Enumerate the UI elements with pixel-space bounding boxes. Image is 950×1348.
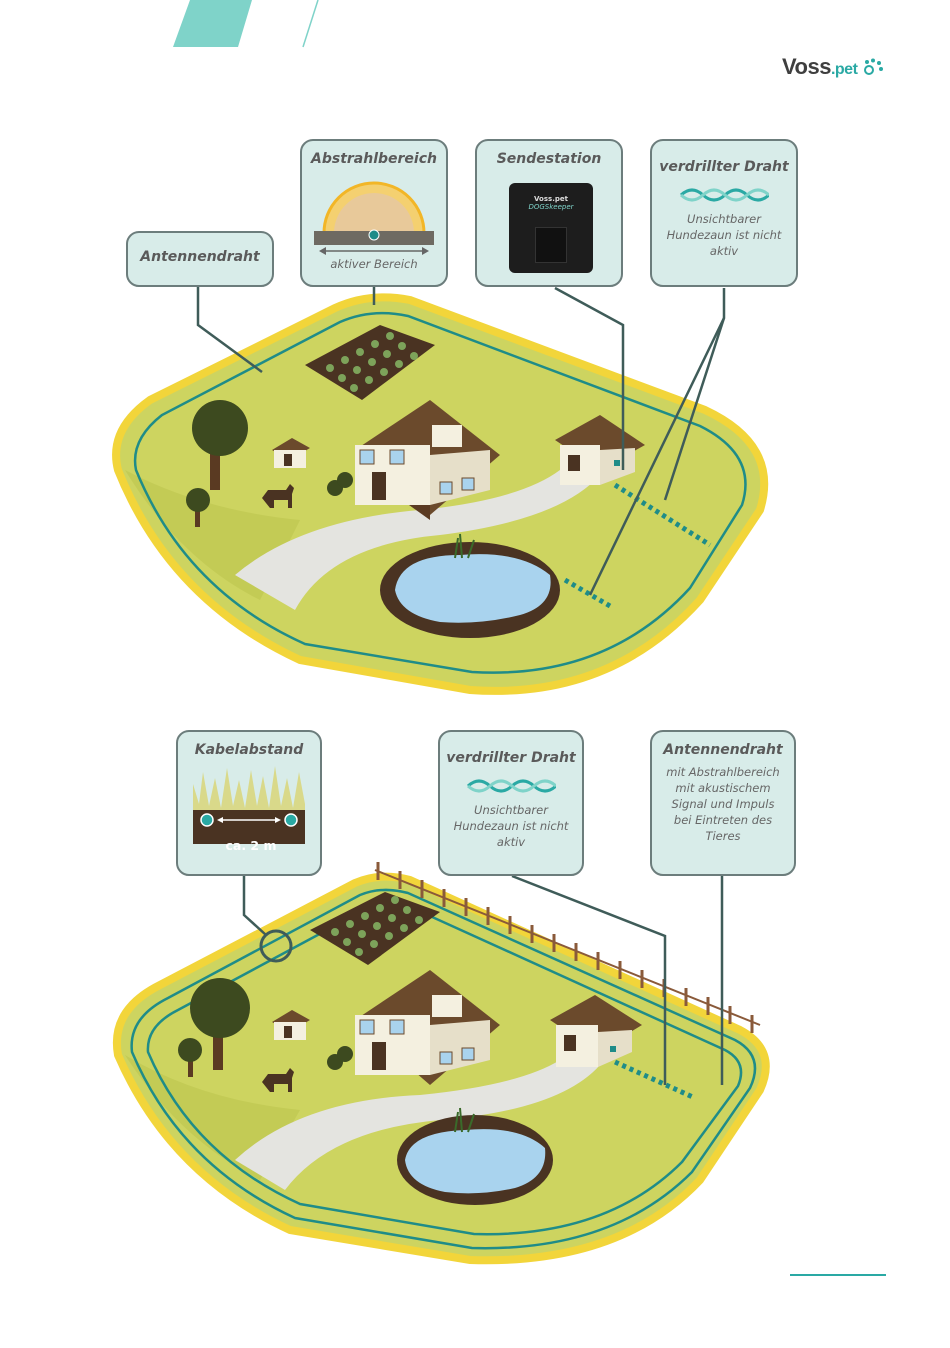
tree-trunk-2	[213, 1015, 223, 1070]
distance-label: ca. 2 m	[225, 838, 277, 853]
twisted-wire-icon	[679, 188, 769, 202]
vegetable-rows-2	[331, 896, 423, 956]
small-tree-trunk-1	[195, 505, 200, 527]
callout-title: Kabelabstand	[194, 742, 304, 758]
small-tree-crown-1	[186, 488, 210, 512]
callout-verdrillter-draht-1: verdrillter Draht Unsichtbarer Hundezaun…	[650, 139, 798, 287]
dog-figure-2	[262, 1068, 294, 1092]
callout-caption: aktiver Bereich	[330, 257, 418, 271]
vegetable-rows-1	[326, 332, 418, 392]
antenna-wire-2-inner	[146, 902, 743, 1236]
bush-4	[337, 1046, 353, 1062]
tree-trunk-1	[210, 440, 220, 490]
callout-sendestation: Sendestation Voss.pet DOGSkeeper	[475, 139, 623, 287]
callout-caption: Unsichtbarer Hundezaun ist nicht aktiv	[453, 803, 569, 849]
dog-figure-1	[262, 484, 294, 508]
callout-title: Abstrahlbereich	[311, 151, 437, 167]
range-arrow-icon	[319, 247, 429, 255]
house-door-1	[372, 472, 386, 500]
antenna-wire-1	[133, 311, 747, 674]
callout-title: Sendestation	[496, 151, 602, 167]
diagram-1-illustration	[112, 286, 769, 695]
callout-abstrahlbereich: Abstrahlbereich aktiver Bereich	[300, 139, 448, 287]
pond-water-2	[405, 1129, 546, 1194]
small-tree-trunk-2	[188, 1055, 193, 1077]
paw-icon	[864, 58, 884, 75]
garden-path-1	[235, 470, 600, 610]
header-accent-shape	[173, 0, 252, 47]
brand-name: Voss	[782, 54, 831, 79]
callout-caption: mit Abstrahlbereich mit akustischem Sign…	[666, 765, 780, 843]
garden-fence	[374, 862, 761, 1033]
transmitter-box-1	[614, 460, 620, 466]
twisted-wire-2	[613, 1059, 697, 1101]
device-model: DOGSkeeper	[528, 203, 574, 211]
callout-kabelabstand: Kabelabstand ca. 2 m	[176, 730, 322, 876]
small-tree-crown-2	[178, 1038, 202, 1062]
callout-title: Antennendraht	[140, 249, 260, 265]
brand-suffix: .pet	[830, 61, 858, 78]
bush-2	[337, 472, 353, 488]
callout-caption: Unsichtbarer Hundezaun ist nicht aktiv	[666, 212, 782, 258]
tree-crown-2	[190, 978, 250, 1038]
leader-lines-2	[242, 874, 724, 1085]
antenna-wire-2-outer	[130, 888, 757, 1250]
callout-antennendraht-1: Antennendraht	[126, 231, 274, 287]
twisted-wire-icon	[466, 779, 556, 793]
tree-crown-1	[192, 400, 248, 456]
grass-soil-icon	[193, 766, 305, 844]
garden-path-2	[235, 1060, 600, 1190]
brand-logo: Voss.pet	[782, 54, 885, 80]
callout-antennendraht-2: Antennendraht mit Abstrahlbereich mit ak…	[650, 730, 796, 876]
header-accent-line	[302, 0, 319, 48]
diagram-2-illustration	[112, 862, 770, 1265]
callout-title: verdrillter Draht	[446, 750, 576, 766]
device-brand: Voss.pet	[534, 195, 568, 203]
callout-title: Antennendraht	[663, 742, 783, 758]
transmitter-box-2	[610, 1046, 616, 1052]
device-panel-icon	[535, 227, 567, 263]
cable-distance-marker	[259, 929, 293, 963]
twisted-wire-1	[563, 482, 712, 609]
callout-title: verdrillter Draht	[659, 159, 789, 175]
header-decoration	[173, 0, 319, 48]
radiation-range-icon	[314, 181, 434, 245]
leader-lines-1	[196, 286, 726, 596]
footer-rule	[790, 1274, 886, 1276]
pond-water-1	[395, 554, 551, 623]
house-door-2	[372, 1042, 386, 1070]
callout-verdrillter-draht-2: verdrillter Draht Unsichtbarer Hundezaun…	[438, 730, 584, 876]
transmitter-device: Voss.pet DOGSkeeper	[509, 183, 593, 273]
garage-wall-2	[556, 1025, 598, 1067]
